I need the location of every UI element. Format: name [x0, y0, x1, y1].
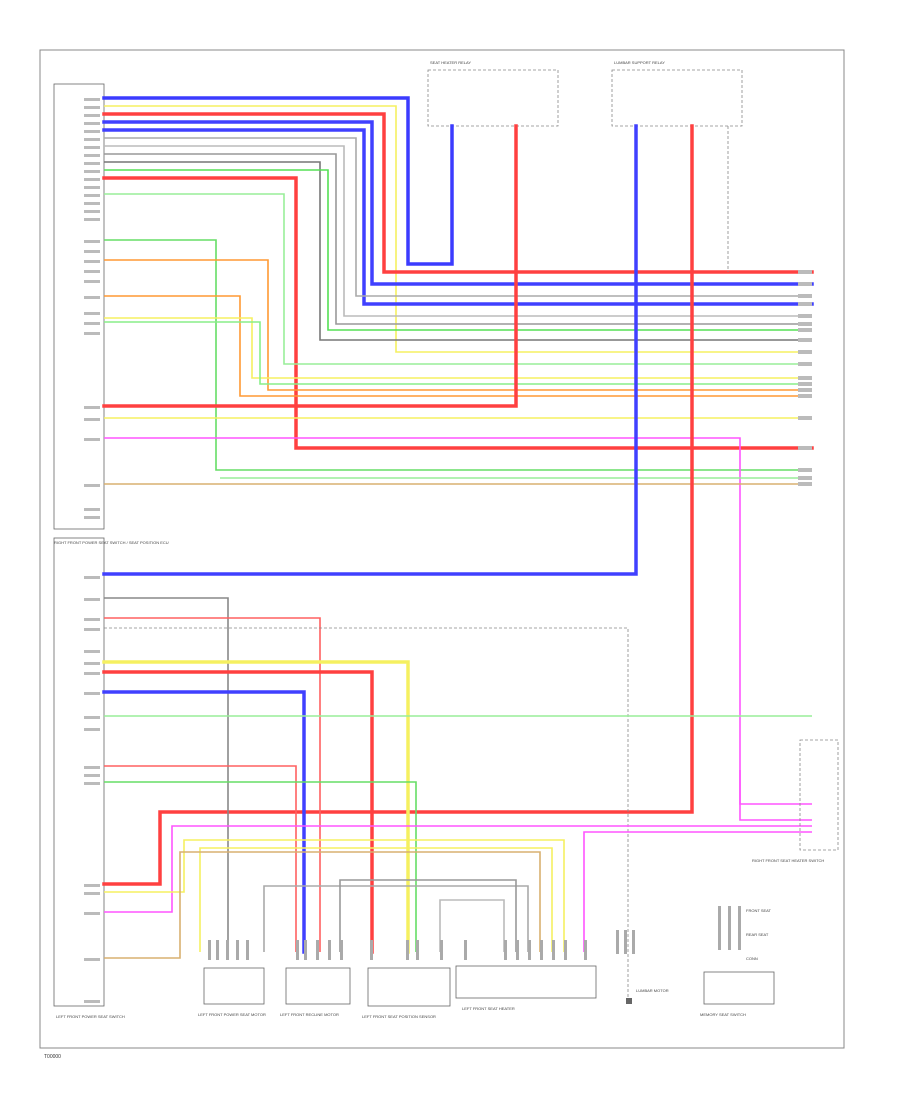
- wire-grey-3: [104, 153, 812, 325]
- wire-magenta-3: [583, 831, 812, 952]
- wire-grey-8: [439, 899, 505, 952]
- wire-blue-1: [102, 96, 454, 266]
- wire-green-1: [104, 169, 812, 331]
- wire-red-6: [104, 765, 297, 952]
- wire-green-3: [104, 321, 812, 385]
- diagram-frame: [39, 49, 845, 1049]
- wire-blue-4: [102, 690, 306, 954]
- connector-pin-stubs: [208, 906, 741, 960]
- conn-3-box: [367, 967, 451, 1007]
- wire-yellow-4: [102, 660, 410, 954]
- wire-yellow-1: [104, 105, 812, 353]
- conn-4-box: [455, 965, 597, 999]
- wire-grey-5: [104, 627, 629, 1000]
- wire-grey-2: [104, 145, 812, 317]
- conn-5-label: LUMBAR MOTOR: [636, 988, 669, 993]
- wire-red-long: [102, 124, 694, 886]
- wire-red-5: [102, 670, 374, 954]
- ground-symbol: [626, 998, 632, 1004]
- wire-grey-4: [104, 597, 229, 952]
- wire-blue-long: [102, 124, 638, 576]
- wire-tan-2: [104, 851, 541, 959]
- wire-red-3: [102, 124, 518, 408]
- lower-ecu-box: [53, 537, 105, 1007]
- wire-grey-6: [263, 885, 529, 952]
- footer-code: T00000: [44, 1054, 61, 1060]
- conn-3-label: LEFT FRONT SEAT POSITION SENSOR: [362, 1014, 436, 1019]
- wire-green-2: [104, 239, 812, 471]
- right-module-label: RIGHT FRONT SEAT HEATER SWITCH: [752, 858, 824, 863]
- conn-6-box: [703, 971, 775, 1005]
- right-pin-stubs: [798, 270, 812, 486]
- wire-yellow-2: [104, 317, 812, 379]
- conn-6-label: MEMORY SEAT SWITCH: [700, 1012, 746, 1017]
- top-relay-a-box: [427, 69, 559, 127]
- wire-blue-2: [102, 120, 814, 286]
- wire-blue-3: [102, 128, 814, 306]
- wire-orange-2: [104, 295, 812, 397]
- legend-item-0: FRONT SEAT: [746, 908, 772, 913]
- right-module-box: [799, 739, 839, 851]
- upper-ecu-label: RIGHT FRONT POWER SEAT SWITCH / SEAT POS…: [54, 540, 169, 545]
- legend-item-2: CONN: [746, 956, 758, 961]
- wire-lgreen-1: [104, 193, 812, 365]
- wire-orange-1: [104, 259, 812, 391]
- wire-yellow-5: [104, 839, 565, 952]
- conn-1-label: LEFT FRONT POWER SEAT MOTOR: [198, 1012, 266, 1017]
- wire-red-1: [102, 112, 814, 274]
- lower-ecu-pins: [84, 576, 100, 1003]
- top-relay-a-label: SEAT HEATER RELAY: [430, 60, 471, 65]
- wire-magenta-2: [104, 825, 812, 913]
- legend-item-1: REAR SEAT: [746, 932, 769, 937]
- top-relay-b-label: LUMBAR SUPPORT RELAY: [614, 60, 665, 65]
- wire-dgrey-1: [104, 161, 812, 341]
- wire-grey-7: [339, 879, 517, 952]
- upper-ecu-box: [53, 83, 105, 530]
- wire-green-4: [104, 781, 417, 952]
- top-relay-b-box: [611, 69, 743, 127]
- wire-magenta-4: [739, 770, 812, 805]
- wire-red-2: [102, 176, 814, 450]
- lower-ecu-label: LEFT FRONT POWER SEAT SWITCH: [56, 1014, 125, 1019]
- conn-2-label: LEFT FRONT RECLINE MOTOR: [280, 1012, 339, 1017]
- wire-yellow-6: [199, 847, 553, 952]
- conn-4-label: LEFT FRONT SEAT HEATER: [462, 1006, 515, 1011]
- conn-1-box: [203, 967, 265, 1005]
- conn-2-box: [285, 967, 351, 1005]
- wire-grey-1: [104, 137, 812, 297]
- upper-ecu-pins: [84, 98, 100, 519]
- wire-magenta-1: [104, 437, 812, 821]
- wire-red-4: [104, 617, 321, 952]
